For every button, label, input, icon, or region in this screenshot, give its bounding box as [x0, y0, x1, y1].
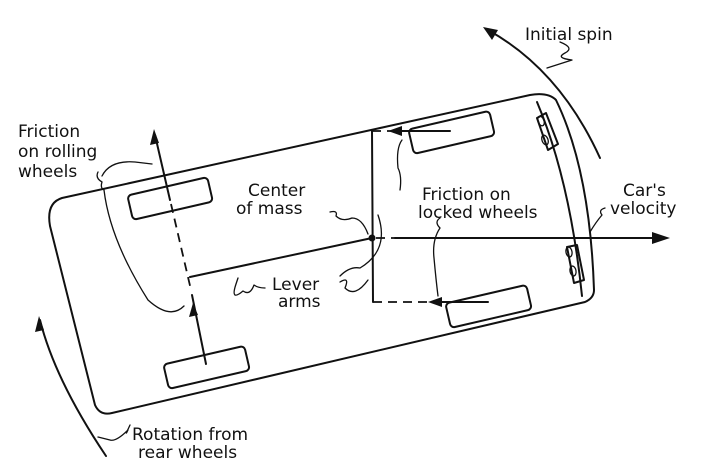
rear-axle-dashed: [170, 203, 192, 291]
rear-friction-arrowhead-bottom: [189, 303, 198, 317]
label-lever-arms: Lever arms: [272, 275, 321, 312]
leader-cars-velocity: [589, 207, 606, 233]
label-friction-rolling-line3: wheels: [18, 162, 77, 182]
leader-friction-rolling-top: [101, 161, 153, 177]
rear-friction-line-bottom: [191, 294, 207, 365]
rotation-rear-arrowhead: [35, 316, 44, 332]
front-bumper-line: [536, 101, 583, 297]
label-friction-rolling-line1: Friction: [18, 122, 80, 142]
label-friction-rolling-line2: on rolling: [18, 142, 97, 162]
velocity-arrowhead: [652, 232, 670, 244]
label-rotation-rear: Rotation from rear wheels: [132, 425, 248, 463]
front-wheel-top: [408, 110, 496, 155]
label-lever-arms-line1: Lever: [272, 275, 319, 295]
leader-lever-arms-left: [233, 277, 266, 296]
headlight-lower: [565, 244, 585, 284]
label-rotation-rear-line1: Rotation from: [132, 425, 248, 445]
label-cars-velocity-line1: Car's: [623, 181, 666, 201]
rear-friction-line-top: [154, 134, 171, 201]
rotation-rear-arc: [39, 319, 107, 457]
leader-initial-spin: [546, 41, 573, 69]
label-cars-velocity-line2: velocity: [610, 199, 676, 219]
initial-spin-arrowhead: [483, 27, 498, 40]
label-friction-rolling: Friction on rolling wheels: [18, 122, 97, 182]
label-cars-velocity: Car's velocity: [610, 181, 676, 219]
leader-friction-locked-bottom: [432, 217, 441, 297]
front-friction-bottom-arrowhead: [428, 297, 442, 307]
label-friction-locked-line1: Friction on: [422, 185, 511, 205]
leader-lever-arms-right-up: [339, 214, 382, 277]
headlight-upper: [536, 112, 559, 151]
label-center-of-mass-line1: Center: [248, 181, 305, 201]
rear-wheel-bottom: [163, 345, 251, 390]
label-lever-arms-line2: arms: [278, 292, 321, 312]
initial-spin-arc: [487, 29, 601, 159]
front-axle-line: [371, 129, 374, 303]
label-rotation-rear-line2: rear wheels: [138, 443, 237, 463]
front-friction-top-arrowhead: [388, 126, 402, 136]
label-center-of-mass-line2: of mass: [236, 199, 303, 219]
label-initial-spin: Initial spin: [525, 25, 613, 45]
rear-friction-arrowhead-top: [150, 129, 159, 145]
label-friction-locked-line2: locked wheels: [418, 203, 538, 223]
leader-lever-arms-right: [339, 279, 369, 293]
car-body-outline: [48, 93, 595, 415]
label-center-of-mass: Center of mass: [236, 181, 305, 219]
leader-friction-rolling: [96, 171, 185, 313]
center-of-mass-dot: [368, 234, 376, 242]
leader-friction-locked-top: [396, 139, 403, 191]
leader-rotation-rear: [97, 424, 131, 441]
front-wheel-bottom: [445, 284, 533, 329]
lever-arm-rear: [189, 237, 373, 278]
label-friction-locked: Friction on locked wheels: [418, 185, 538, 223]
leader-center-of-mass: [329, 210, 369, 235]
